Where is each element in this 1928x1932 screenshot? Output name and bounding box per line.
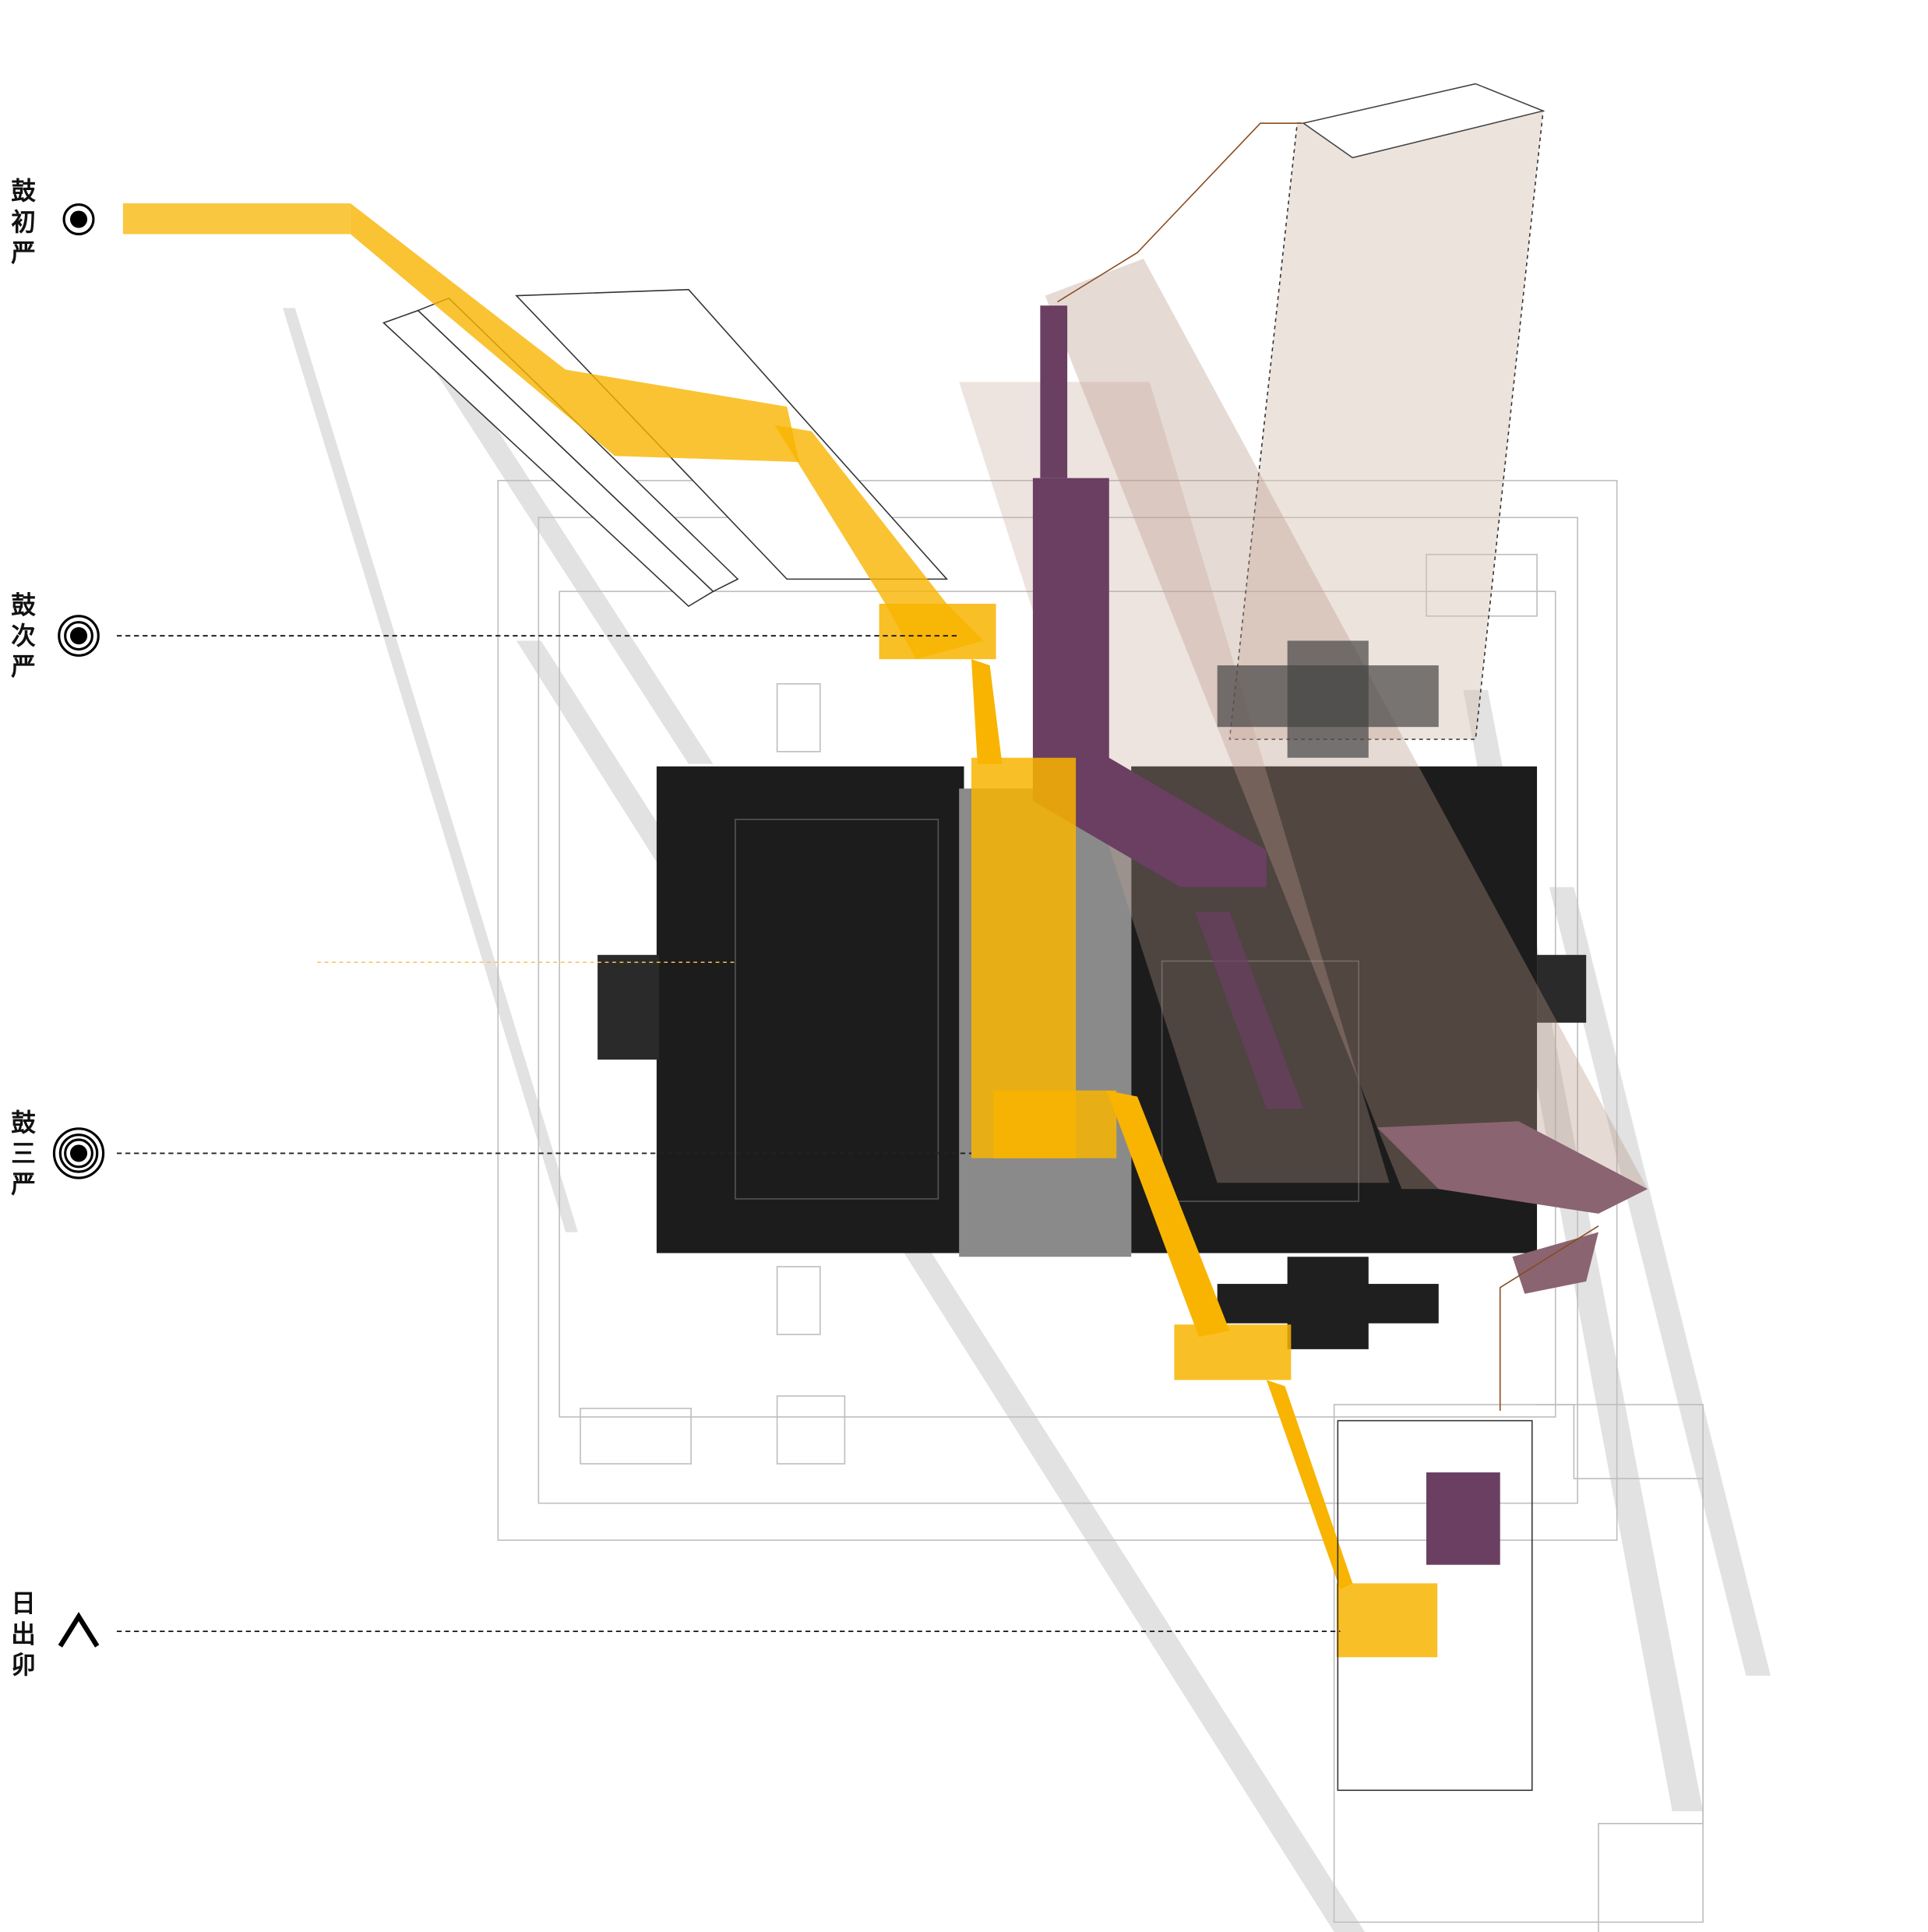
sunrise-caret-icon <box>58 1612 100 1648</box>
east-side-hall <box>1337 1419 1533 1791</box>
purple-procession-path <box>1032 305 1500 1565</box>
single-ring-drum-icon <box>62 203 95 236</box>
svg-text:鼓: 鼓 <box>11 177 36 206</box>
svg-text:次: 次 <box>11 622 36 650</box>
svg-text:严: 严 <box>11 1170 36 1199</box>
svg-text:鼓: 鼓 <box>11 1109 36 1137</box>
svg-text:三: 三 <box>11 1139 36 1168</box>
svg-text:严: 严 <box>11 238 36 267</box>
timeline-leader-lines <box>116 635 1341 1633</box>
double-ring-drum-icon <box>58 615 100 658</box>
timeline-label-1: 鼓 初 严 <box>11 177 36 267</box>
yellow-procession-path <box>122 203 1438 1658</box>
svg-text:出: 出 <box>11 1620 36 1648</box>
svg-text:严: 严 <box>11 653 36 682</box>
timeline-label-4: 日 出 卯 <box>11 1589 36 1680</box>
svg-text:日: 日 <box>11 1589 36 1618</box>
svg-text:卯: 卯 <box>11 1651 36 1680</box>
svg-text:鼓: 鼓 <box>11 591 36 620</box>
timeline-label-2: 鼓 次 严 <box>11 591 36 682</box>
main-hall-west <box>597 766 964 1253</box>
rear-pavilion <box>1217 1257 1439 1349</box>
svg-text:初: 初 <box>11 208 36 237</box>
timeline-label-3: 鼓 三 严 <box>11 1109 36 1199</box>
triple-ring-drum-icon <box>52 1127 105 1179</box>
